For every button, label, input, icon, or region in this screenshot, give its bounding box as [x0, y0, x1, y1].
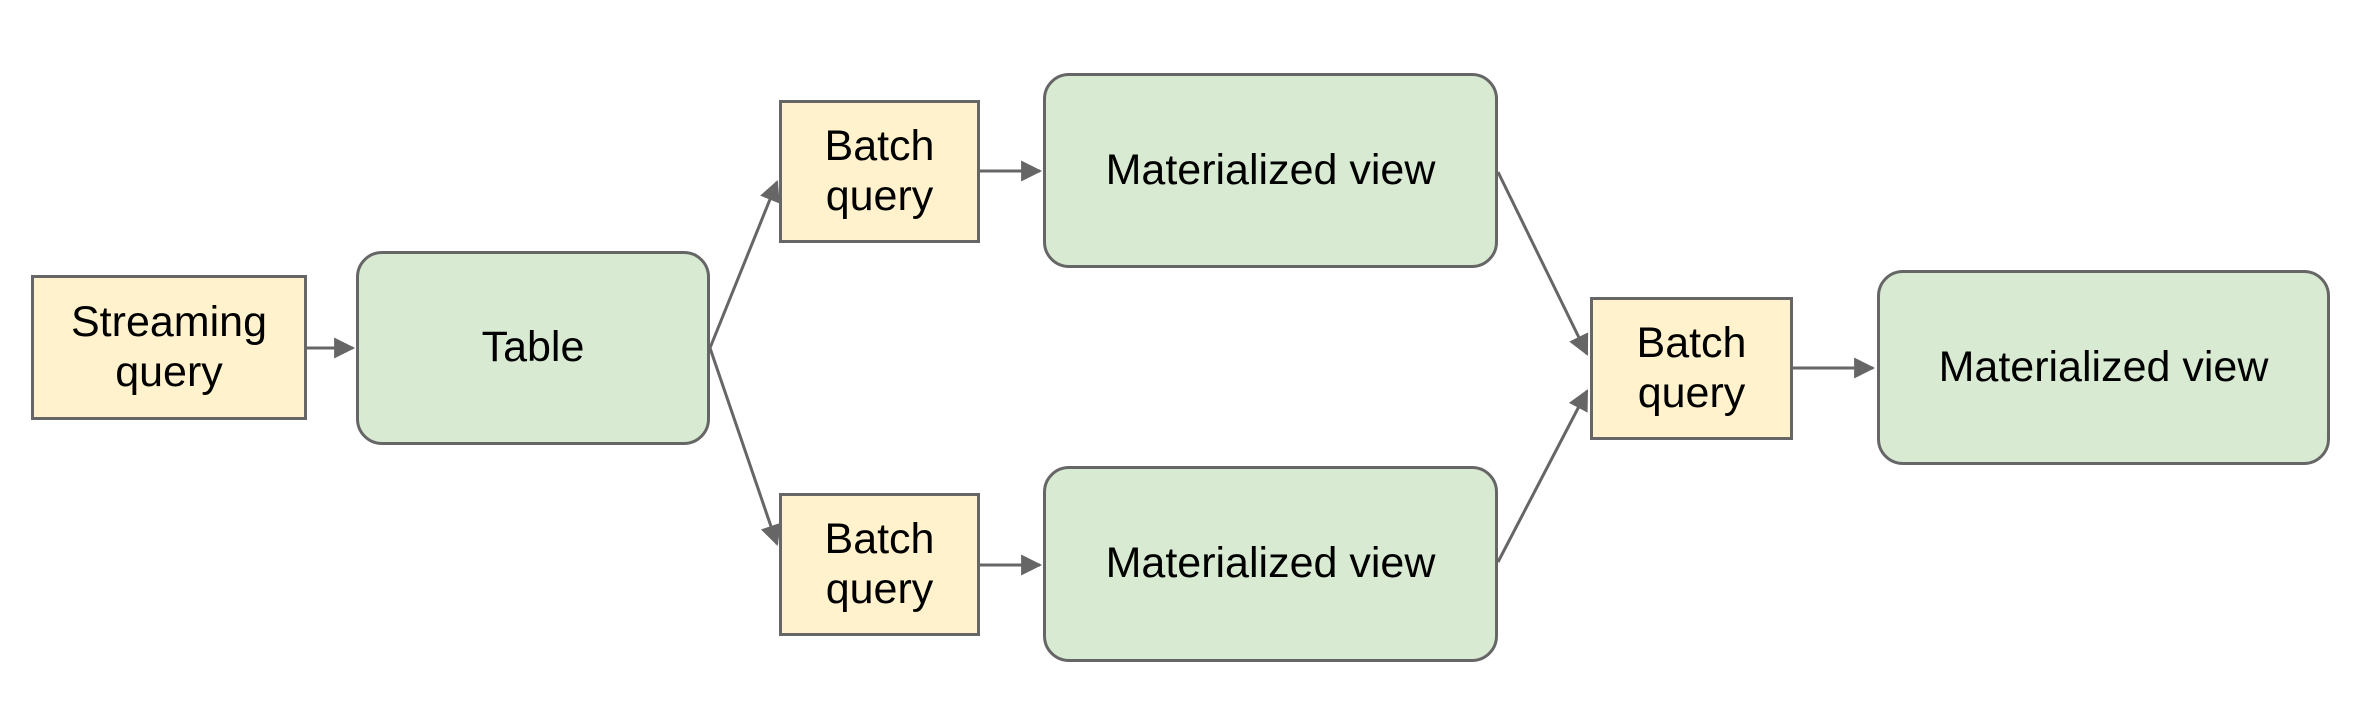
arrow-mat-view-top-to-batch-query-right: [1496, 171, 1589, 356]
arrow-table-to-batch-query-bottom: [708, 347, 781, 546]
node-materialized-view-bottom-label: Materialized view: [1105, 539, 1436, 588]
node-materialized-view-top: Materialized view: [1043, 73, 1498, 268]
arrow-table-to-batch-query-top: [708, 180, 780, 349]
node-table: Table: [356, 251, 710, 445]
arrow-mat-view-bottom-to-batch-query-right: [1496, 389, 1589, 563]
node-materialized-view-top-label: Materialized view: [1105, 145, 1436, 194]
node-table-label: Table: [481, 323, 585, 372]
node-batch-query-top: Batch query: [779, 100, 980, 243]
node-batch-query-right: Batch query: [1590, 297, 1793, 440]
node-materialized-view-final-label: Materialized view: [1938, 342, 2269, 391]
node-batch-query-top-label: Batch query: [824, 121, 935, 220]
node-batch-query-bottom: Batch query: [779, 493, 980, 636]
node-streaming-query: Streaming query: [31, 275, 307, 420]
node-materialized-view-bottom: Materialized view: [1043, 466, 1498, 662]
node-materialized-view-final: Materialized view: [1877, 270, 2330, 465]
node-streaming-query-label: Streaming query: [71, 297, 267, 396]
node-batch-query-bottom-label: Batch query: [824, 514, 935, 613]
node-batch-query-right-label: Batch query: [1636, 318, 1747, 417]
